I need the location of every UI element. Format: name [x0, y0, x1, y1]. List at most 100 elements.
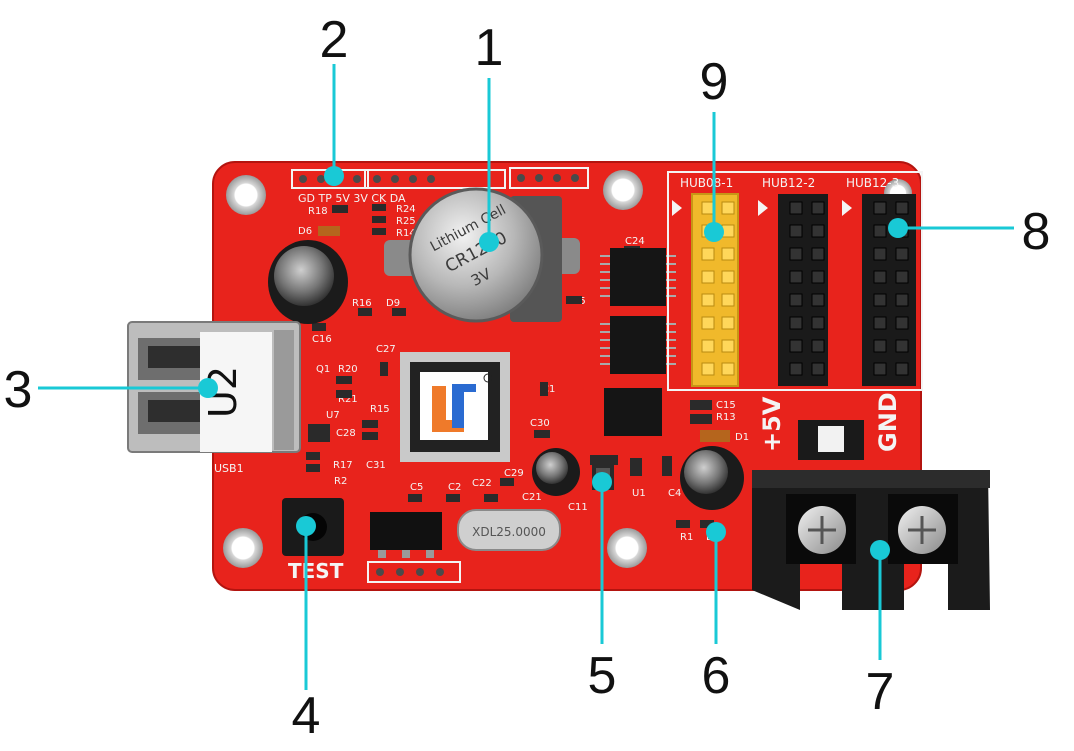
connector-pin: [789, 201, 803, 215]
connector-pin: [721, 247, 735, 261]
crystal: XDL25.0000: [457, 509, 561, 551]
power-terminal: [752, 470, 990, 610]
connector-pin: [873, 316, 887, 330]
silk-label: R14: [396, 228, 416, 239]
silk-label: C22: [472, 478, 492, 489]
connector-pin: [721, 201, 735, 215]
connector-pin: [873, 339, 887, 353]
callout-1: 1: [474, 19, 504, 77]
callout-2: 2: [319, 11, 349, 69]
silk-label: C11: [568, 502, 588, 513]
connector-pin: [701, 362, 715, 376]
connector-pin: [873, 201, 887, 215]
usb-silk-label: USB1: [214, 462, 244, 475]
connector-pin: [789, 293, 803, 307]
silk-label: C21: [522, 492, 542, 503]
silk-label: R1: [680, 532, 693, 543]
silk-label: C27: [376, 344, 396, 355]
connector-pin: [895, 293, 909, 307]
connector-pin: [789, 339, 803, 353]
silk-label: C31: [366, 460, 386, 471]
connector-pin: [895, 316, 909, 330]
silk-label: C5: [410, 482, 423, 493]
connector-pin: [701, 339, 715, 353]
silk-label: D1: [735, 432, 749, 443]
connector-pin: [701, 201, 715, 215]
connector-pin: [811, 224, 825, 238]
connector-pin: [811, 201, 825, 215]
connector-pin: [895, 339, 909, 353]
connector-pin: [811, 339, 825, 353]
capacitor-large: [268, 240, 348, 324]
silk-label: R25: [396, 216, 416, 227]
connector-pin: [811, 293, 825, 307]
silk-label: R17: [333, 460, 353, 471]
plus5v-label: +5V: [758, 396, 786, 452]
silk-label: R13: [716, 412, 736, 423]
connector-pin: [873, 293, 887, 307]
connector-pin: [811, 316, 825, 330]
callout-3: 3: [3, 361, 33, 419]
silk-label: D6: [298, 226, 312, 237]
callout-6: 6: [701, 647, 731, 705]
connector-pin: [721, 339, 735, 353]
hub12-2-label: HUB12-2: [762, 176, 815, 190]
silk-label: R2: [334, 476, 347, 487]
gnd-label: GND: [874, 392, 902, 452]
silk-label: C28: [336, 428, 356, 439]
connector-pin: [721, 293, 735, 307]
callout-4: 4: [291, 687, 321, 745]
test-button: TEST: [282, 498, 344, 583]
connector-pin: [789, 224, 803, 238]
callout-5: 5: [587, 647, 617, 705]
silk-label: U7: [326, 410, 340, 421]
silk-label: R18: [308, 206, 328, 217]
silk-label: R20: [338, 364, 358, 375]
callout-lines: [38, 64, 1014, 690]
silk-label: C16: [312, 334, 332, 345]
connector-pin: [701, 293, 715, 307]
callout-7: 7: [865, 663, 895, 721]
silk-label: R21: [338, 394, 358, 405]
coin-battery: Lithium Cell CR1220 3V: [384, 187, 580, 323]
connector-pin: [895, 270, 909, 284]
connector-pin: [873, 270, 887, 284]
driver-ics: [600, 248, 676, 436]
test-label: TEST: [288, 559, 344, 583]
capacitor-c4: [680, 446, 744, 510]
silk-label: C2: [448, 482, 461, 493]
silk-label: C30: [530, 418, 550, 429]
silk-label: D9: [386, 298, 400, 309]
crystal-label: XDL25.0000: [472, 525, 546, 539]
connector-pin: [789, 270, 803, 284]
connector-pin: [873, 224, 887, 238]
silk-label: R16: [352, 298, 372, 309]
silk-label: U1: [632, 488, 646, 499]
silk-label: C29: [504, 468, 524, 479]
connector-pin: [895, 201, 909, 215]
callout-8: 8: [1021, 203, 1051, 261]
silk-label: C1: [542, 384, 555, 395]
regulator: [370, 512, 442, 550]
debug-header: GD TP 5V 3V CK DA: [291, 167, 589, 205]
connector-pin: [721, 316, 735, 330]
silk-label: C15: [716, 400, 736, 411]
silk-label: R24: [396, 204, 416, 215]
capacitor-c21: [532, 448, 580, 496]
header-pins-label: GD TP 5V 3V CK DA: [298, 192, 406, 205]
silk-label: R15: [370, 404, 390, 415]
fuse: [798, 420, 864, 460]
connector-pin: [789, 316, 803, 330]
connector-pin: [701, 270, 715, 284]
connector-pin: [811, 270, 825, 284]
silk-label: Q1: [316, 364, 330, 375]
connector-pin: [873, 362, 887, 376]
callout-9: 9: [699, 53, 729, 111]
connector-pin: [789, 247, 803, 261]
mcu-chip: [400, 352, 510, 462]
silk-label: C4: [668, 488, 681, 499]
connector-pin: [811, 362, 825, 376]
connector-pin: [701, 316, 715, 330]
